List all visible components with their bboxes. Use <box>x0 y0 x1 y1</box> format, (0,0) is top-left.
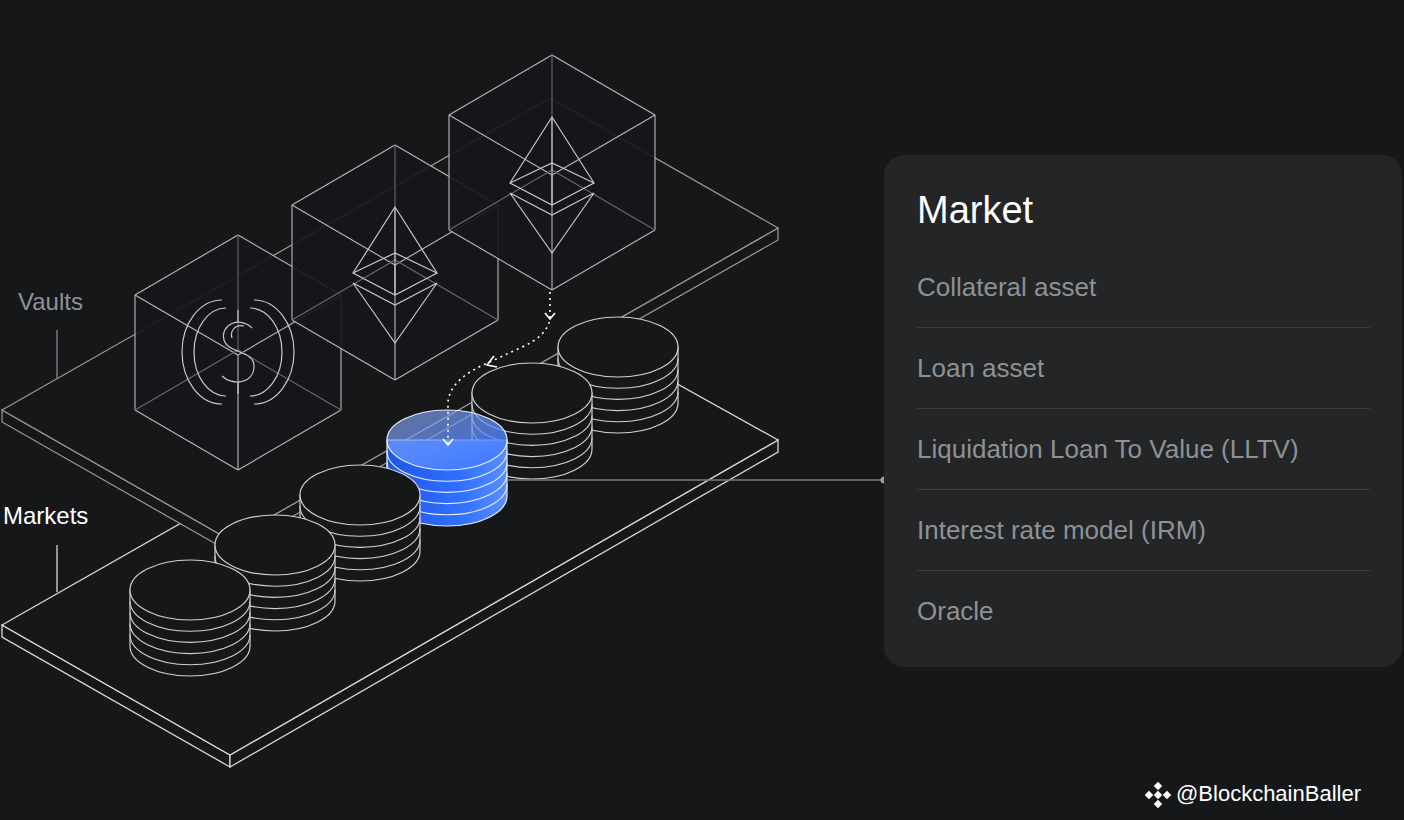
property-item: Oracle <box>917 571 1370 651</box>
vaults-leader <box>56 330 57 378</box>
market-leader <box>508 479 884 480</box>
property-item: Loan asset <box>917 328 1370 409</box>
panel-heading: Market <box>917 187 1370 247</box>
property-item: Interest rate model (IRM) <box>917 490 1370 571</box>
eth-icon <box>353 207 437 343</box>
watermark-icon <box>1145 782 1171 808</box>
property-item: Collateral asset <box>917 247 1370 328</box>
watermark: @BlockchainBaller <box>1176 781 1361 807</box>
layer-label: Vaults <box>18 288 83 317</box>
markets-leader <box>56 545 57 592</box>
allocation-arrow <box>443 292 555 445</box>
eth-icon <box>510 117 594 253</box>
market-stack <box>130 560 250 676</box>
usdc-icon <box>182 300 294 404</box>
vault-cubes <box>135 55 655 470</box>
property-item: Liquidation Loan To Value (LLTV) <box>917 409 1370 490</box>
vault-cube <box>449 55 655 290</box>
layer-label: Markets <box>3 502 88 531</box>
vaults-plate <box>2 98 778 552</box>
market-stacks <box>130 317 678 676</box>
info-panel: MarketCollateral assetLoan assetLiquidat… <box>884 155 1402 667</box>
